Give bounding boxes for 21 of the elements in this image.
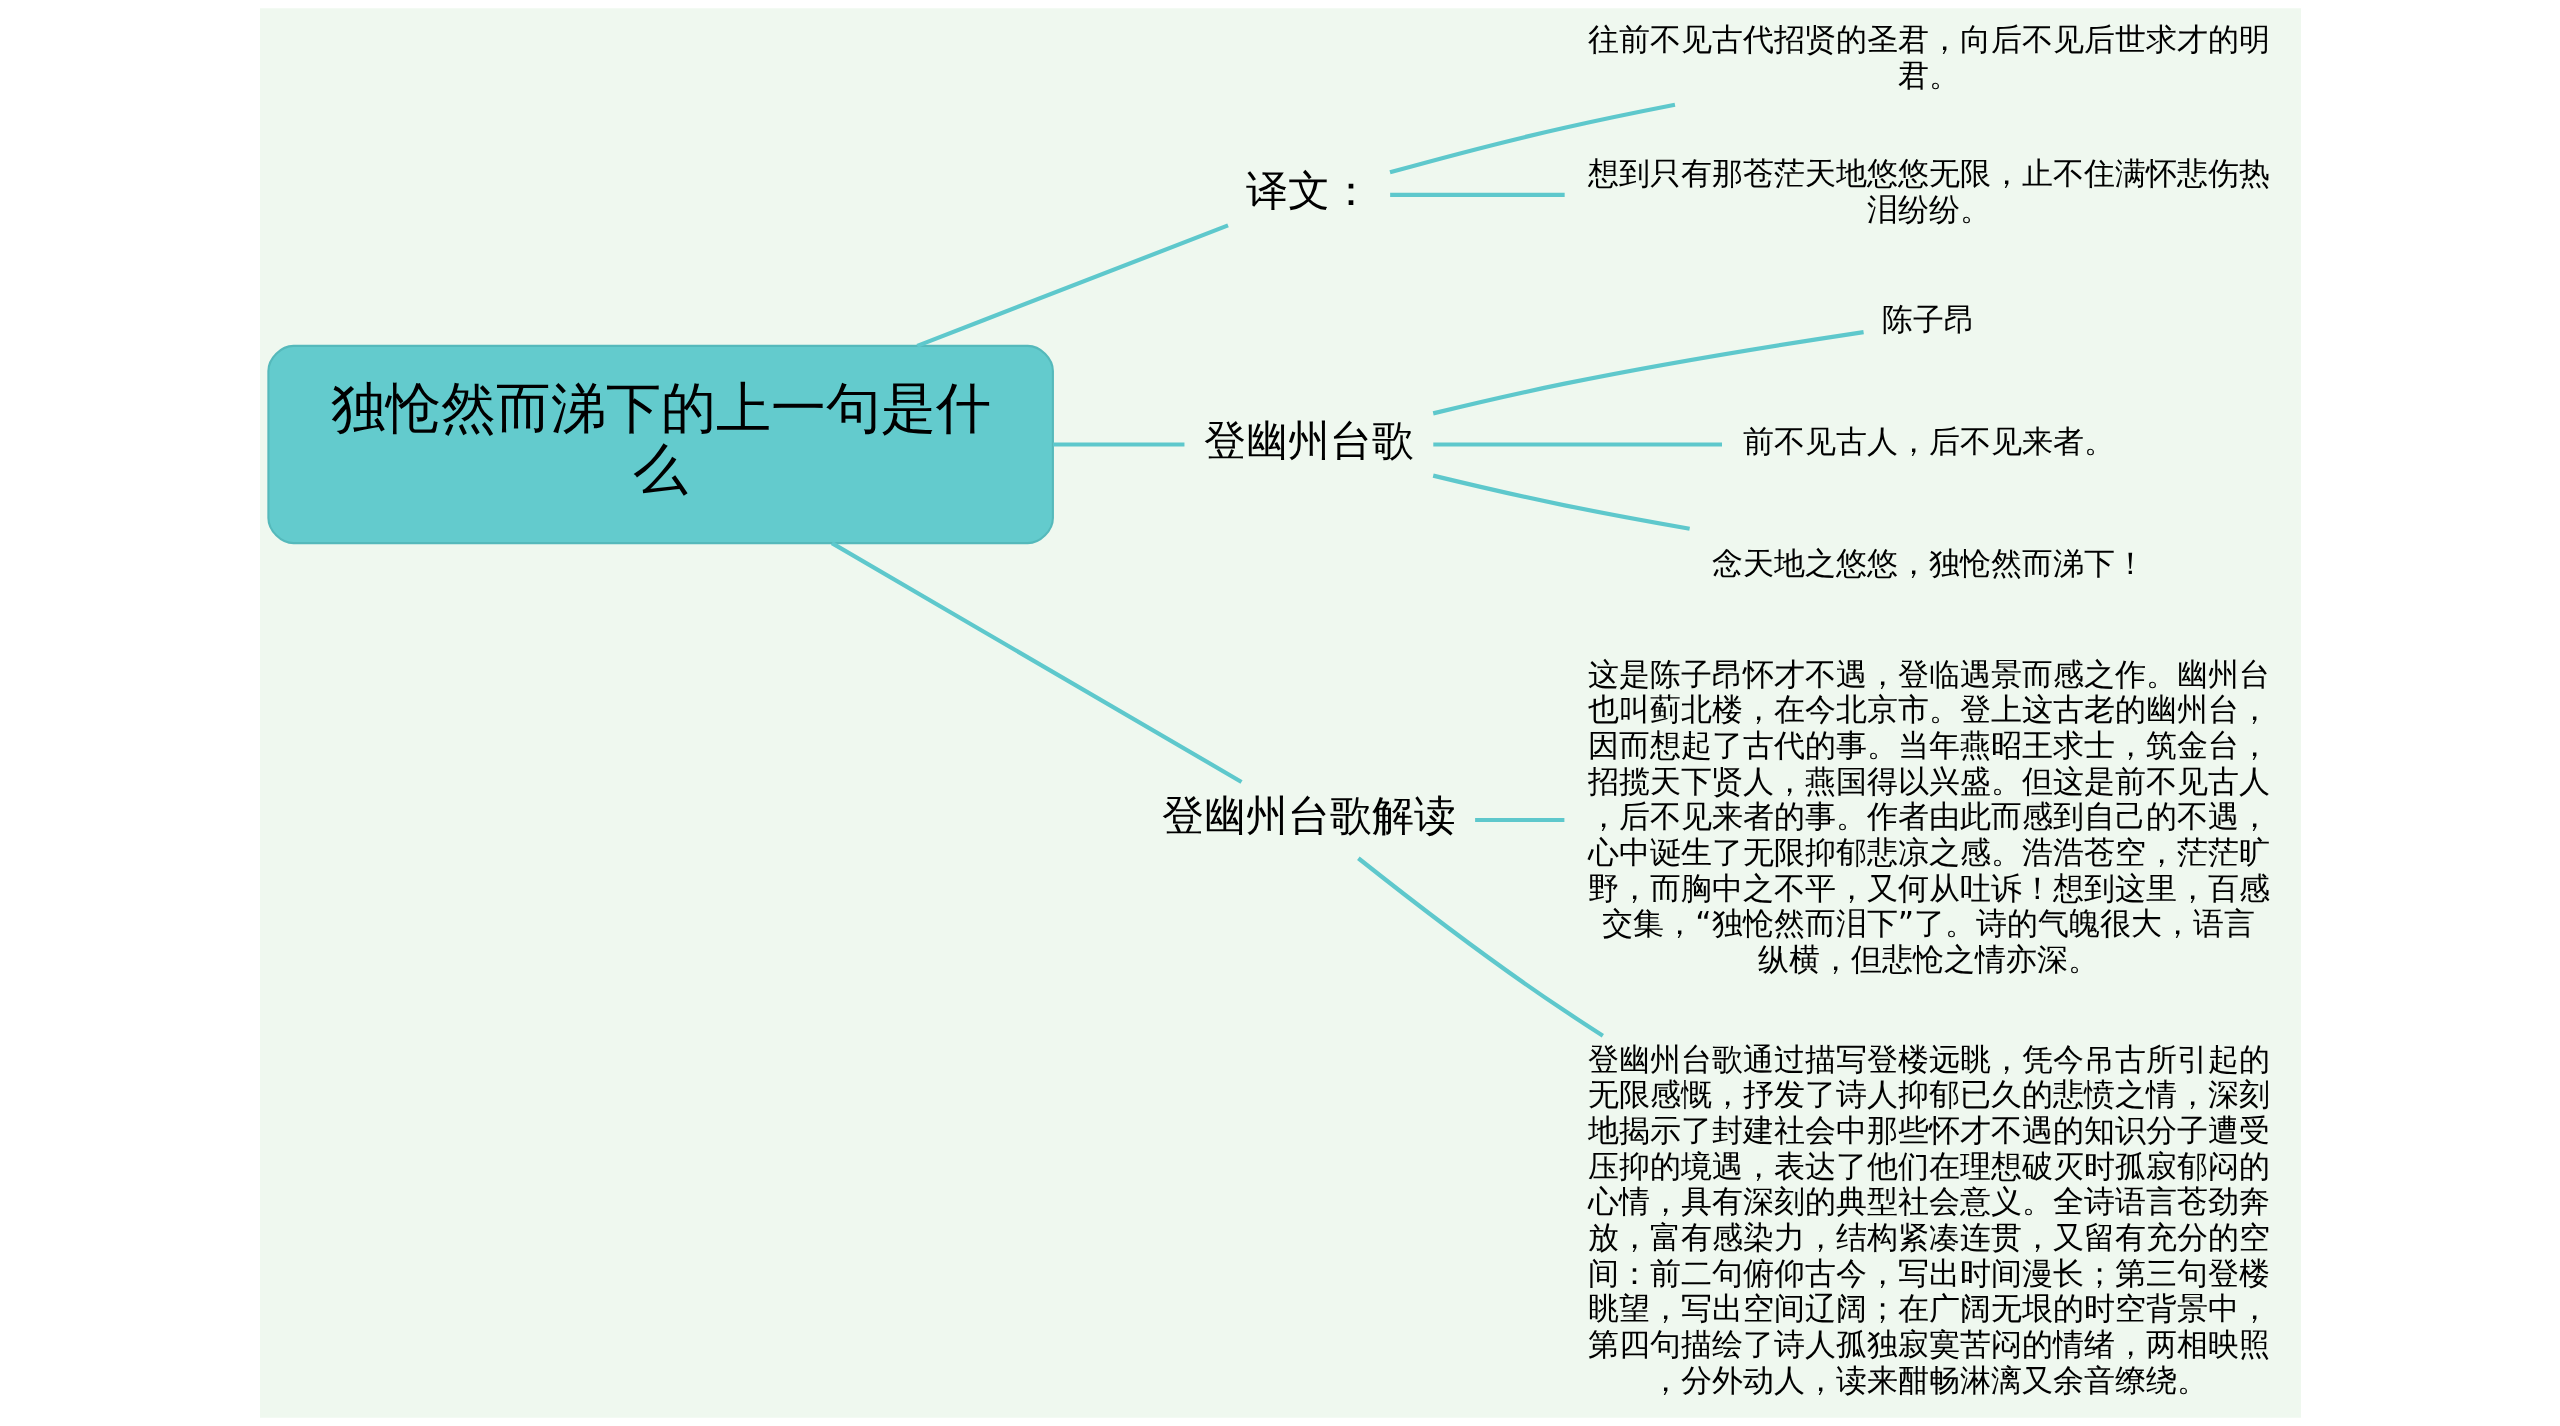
connector	[1356, 856, 1604, 1038]
connector	[1432, 330, 1864, 416]
node-text: 前不见古人，后不见来者。	[1742, 422, 2115, 459]
node-text: 登幽州台歌通过描写登楼远眺，凭今吊古所引起的无限感慨，抒发了诗人抑郁已久的悲愤之情，深刻地揭示了封建社会中那些怀才不遇的知识分子遭受压抑的境遇，表达了他们在理想破灭时孤寂郁闷的心情，具有深刻的典型社会意义。全诗语言苍劲奔放，富有感染力，结构紧凑连贯，又留有充分的空间：前二句俯仰古今，写出时间漫长；第三句登楼眺望，写出空间辽阔；在广阔无垠的时空背景中，第四句描绘了诗人孤独寂寞苦闷的情绪，两相映照，分外动人，读来酣畅淋漓又余音缭绕。	[1587, 1040, 2270, 1398]
node-text: 登幽州台歌	[1203, 415, 1414, 465]
connector	[1432, 473, 1690, 531]
node-text: 想到只有那苍茫天地悠悠无限，止不住满怀悲伤热泪纷纷。	[1587, 155, 2270, 228]
node-text: 译文：	[1245, 166, 1372, 216]
node-box: 独怆然而涕下的上一句是什么	[266, 344, 1054, 545]
connector	[1474, 817, 1564, 823]
connector	[1389, 192, 1565, 197]
node-text: 陈子昂	[1881, 301, 1975, 338]
connector	[1052, 442, 1184, 447]
connector	[830, 541, 1243, 784]
node-text: 登幽州台歌解读	[1161, 791, 1456, 841]
node-text: 念天地之悠悠，独怆然而涕下！	[1711, 544, 2146, 581]
node-text: 往前不见古代招贤的圣君，向后不见后世求才的明君。	[1587, 21, 2270, 93]
node-text: 这是陈子昂怀才不遇，登临遇景而感之作。幽州台也叫蓟北楼，在今北京市。登上这古老的幽州台，因而想起了古代的事。当年燕昭王求士，筑金台，招揽天下贤人，燕国得以兴盛。但这是前不见古人，后不见来者的事。作者由此而感到自己的不遇，心中诞生了无限抑郁悲凉之感。浩浩苍空，茫茫旷野，而胸中之不平，又何从吐诉！想到这里，百感交集，“独怆然而泪下”了。诗的气魄很大，语言纵横，但悲怆之情亦深。	[1587, 655, 2270, 977]
connector	[1388, 102, 1675, 175]
connector	[916, 223, 1229, 348]
connector	[1432, 442, 1722, 447]
